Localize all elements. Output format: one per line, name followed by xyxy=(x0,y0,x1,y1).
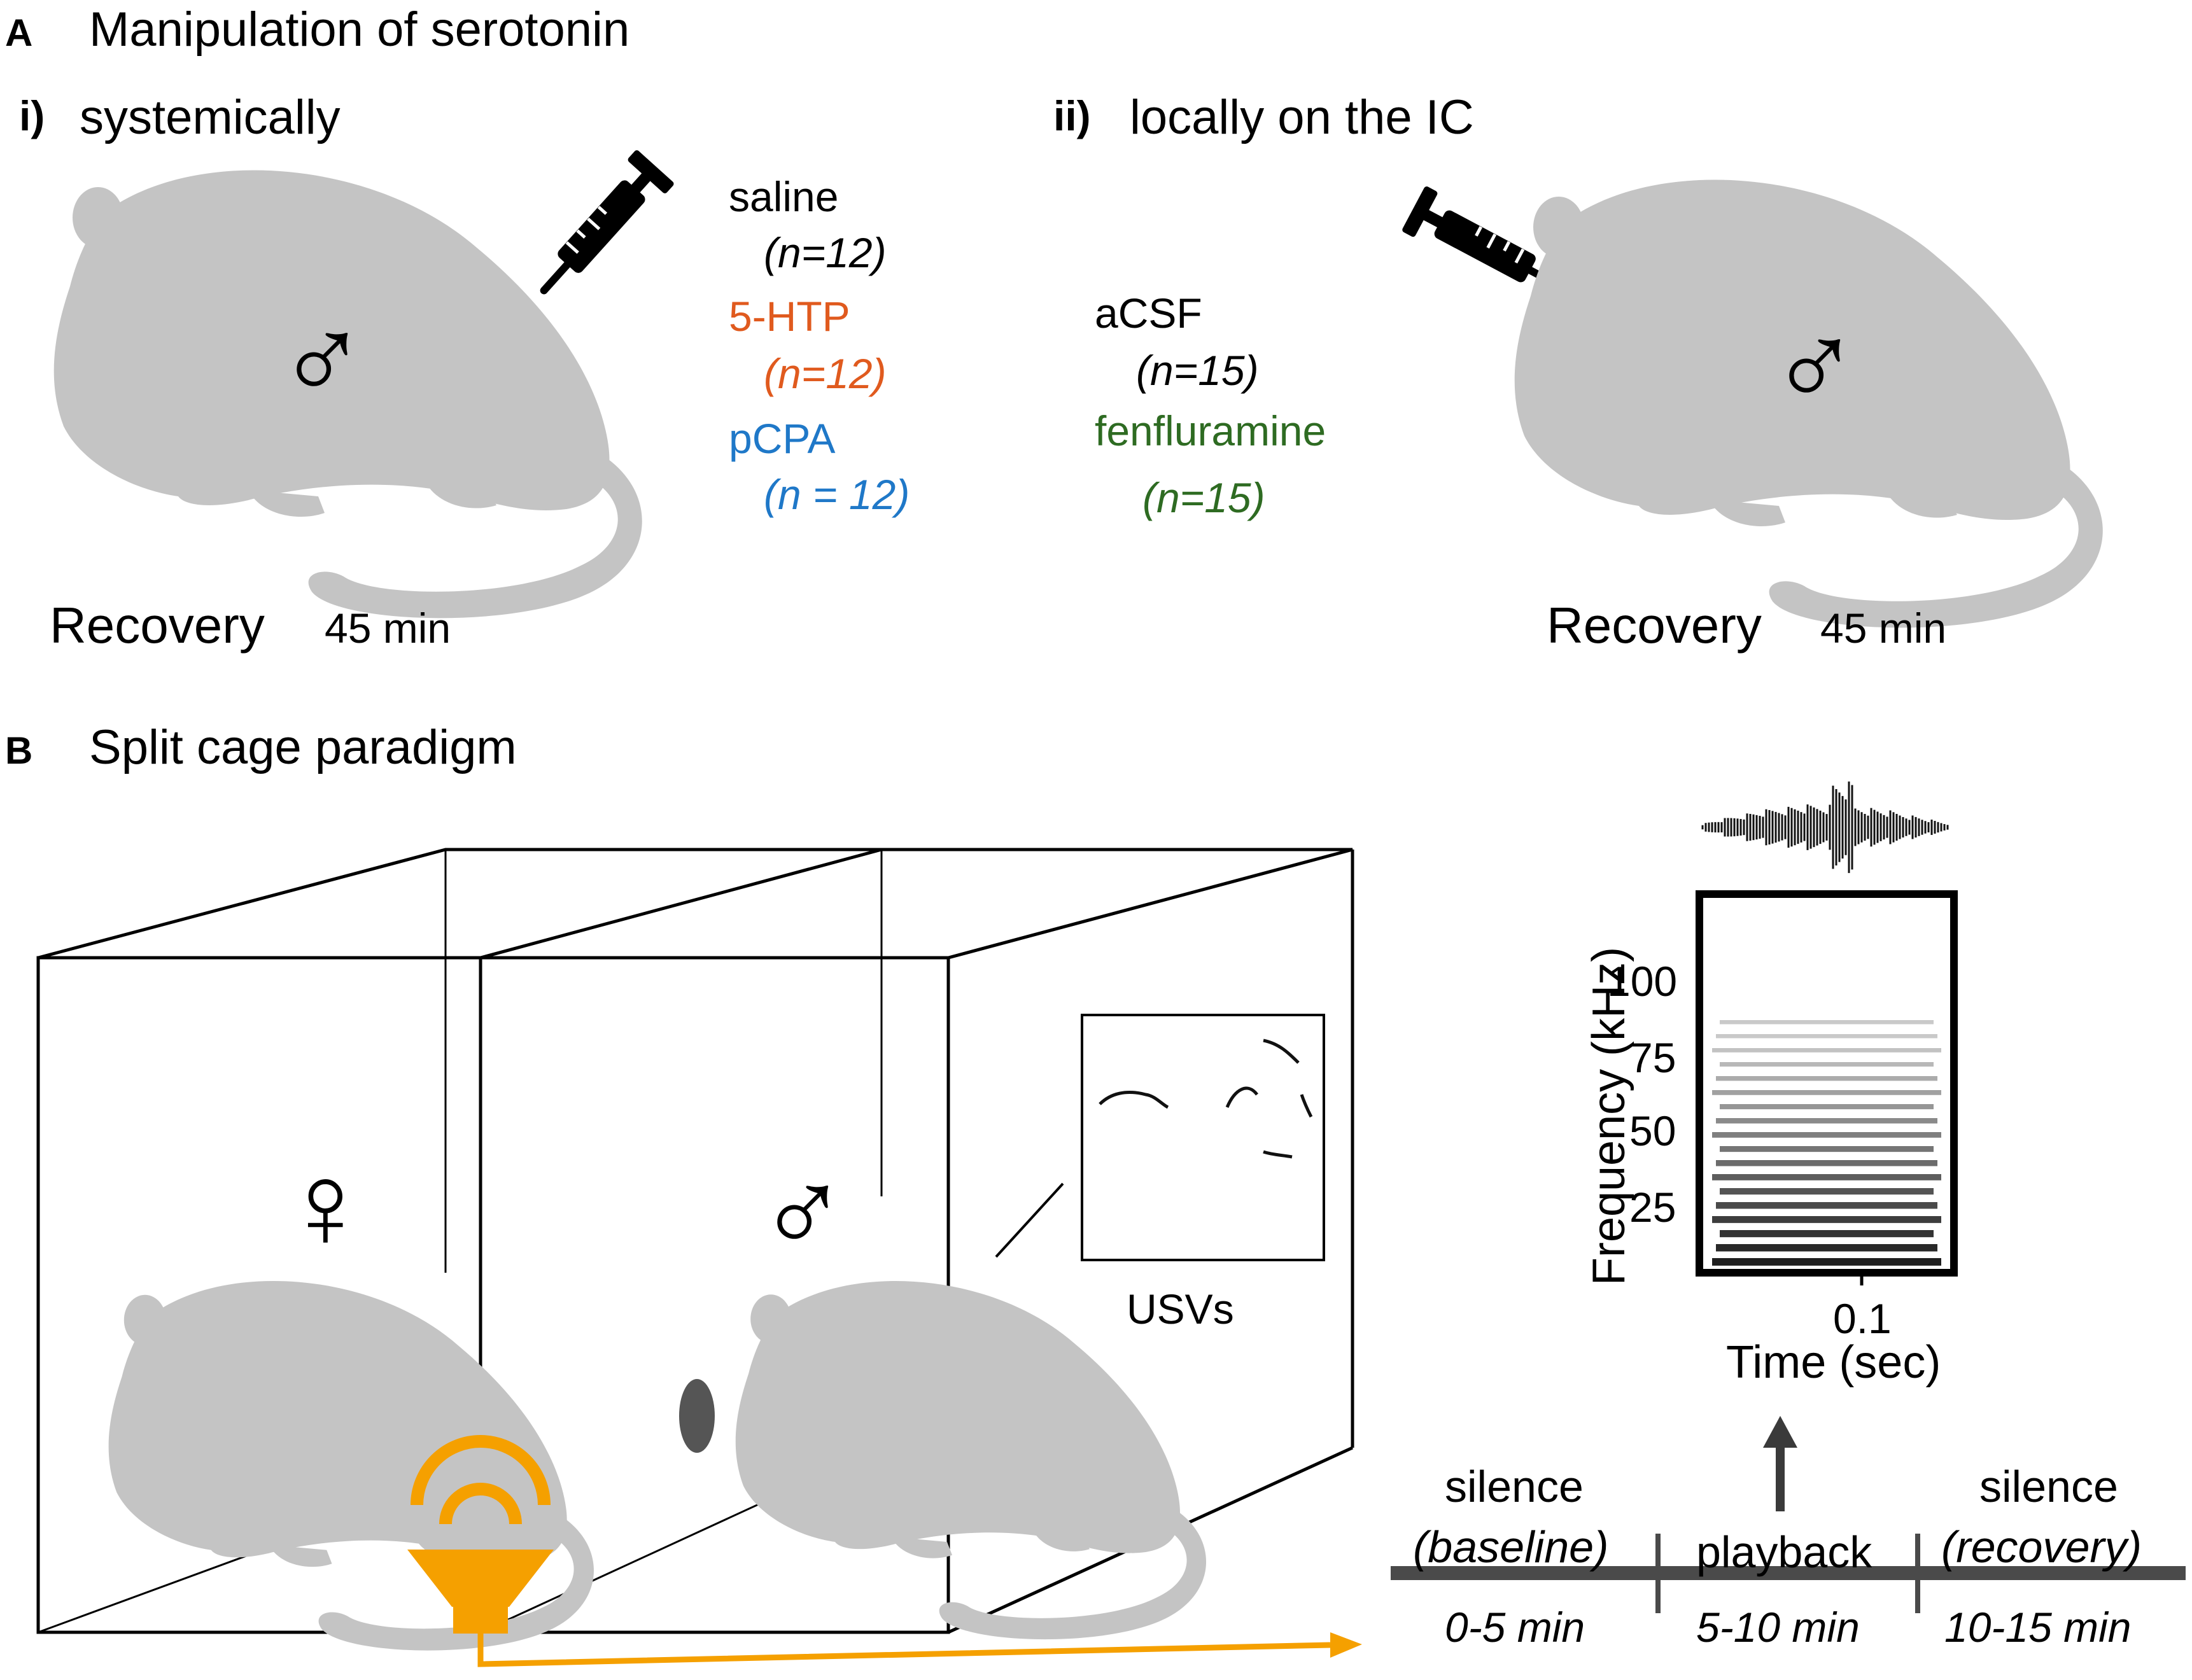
male-symbol-icon-cage: ♂ xyxy=(757,1145,848,1280)
spectrogram-axis: Frequency (kHz) 100 75 50 25 0.1 Time (s… xyxy=(1584,947,1941,1388)
male-symbol-icon: ♂ xyxy=(277,292,368,427)
spectrogram-band xyxy=(1720,1062,1934,1067)
spectrogram-band xyxy=(1720,1230,1934,1238)
group-acsf: aCSF xyxy=(1095,290,1202,337)
recovery-left-time: 45 min xyxy=(325,605,451,652)
spectrogram-band xyxy=(1712,1132,1941,1138)
phase-3-sub: (recovery) xyxy=(1941,1522,2142,1572)
spectrogram-band xyxy=(1716,1160,1937,1166)
group-acsf-n: (n=15) xyxy=(1136,347,1259,394)
spectrogram-band xyxy=(1716,1118,1937,1124)
speaker-icon xyxy=(407,1435,1362,1667)
timeline: silence (baseline) 0-5 min playback 5-10… xyxy=(1391,1462,2186,1651)
xtick-0-1: 0.1 xyxy=(1833,1295,1892,1342)
phase-2-time: 5-10 min xyxy=(1696,1604,1860,1651)
spectrogram-band xyxy=(1716,1244,1937,1252)
sub-i-number: i) xyxy=(19,92,45,139)
spectrogram-band xyxy=(1712,1048,1941,1053)
spectrogram-band xyxy=(1720,1188,1934,1195)
spectrogram-band xyxy=(1720,1104,1934,1110)
group-fenfluramine-n: (n=15) xyxy=(1142,474,1265,521)
waveform xyxy=(1701,781,1949,873)
mouse-male xyxy=(735,1281,1207,1640)
syringe-icon xyxy=(525,150,675,307)
spectrogram-band xyxy=(1712,1174,1941,1180)
phase-2-sub: playback xyxy=(1696,1527,1872,1577)
group-pcpa: pCPA xyxy=(729,415,836,462)
usv-pointer-line xyxy=(995,1182,1064,1258)
spectrogram-band xyxy=(1716,1076,1937,1081)
spectrogram-xlabel: Time (sec) xyxy=(1726,1337,1941,1388)
sub-ii-number: ii) xyxy=(1053,92,1091,139)
spectrogram xyxy=(1696,890,1958,1277)
panel-a-title: Manipulation of serotonin xyxy=(89,3,629,57)
panel-a: A Manipulation of serotonin i) systemica… xyxy=(5,3,2103,654)
phase-1-time: 0-5 min xyxy=(1445,1604,1585,1651)
panel-b: B Split cage paradigm ♀ ♂ xyxy=(5,720,2186,1667)
group-5htp-n: (n=12) xyxy=(764,350,887,397)
spectrogram-ylabel: Frequency (kHz) xyxy=(1584,947,1634,1285)
panel-b-title: Split cage paradigm xyxy=(89,720,517,774)
spectrogram-band xyxy=(1712,1216,1941,1223)
usv-traces xyxy=(1099,1039,1313,1159)
ytick-25: 25 xyxy=(1629,1184,1676,1231)
spectrogram-band xyxy=(1712,1090,1941,1095)
group-pcpa-n: (n = 12) xyxy=(764,471,910,518)
spectrogram-band xyxy=(1716,1034,1937,1039)
recovery-right-time: 45 min xyxy=(1820,605,1946,652)
group-saline: saline xyxy=(729,173,838,220)
sub-ii-title: locally on the IC xyxy=(1130,90,1474,144)
phase-1-top: silence xyxy=(1445,1462,1584,1511)
group-saline-n: (n=12) xyxy=(764,229,887,276)
group-5htp: 5-HTP xyxy=(729,293,850,340)
recovery-left-label: Recovery xyxy=(50,597,265,654)
mouse-female xyxy=(108,1280,594,1651)
male-symbol-icon-right: ♂ xyxy=(1769,298,1860,433)
spectrogram-band xyxy=(1720,1020,1934,1025)
phase-3-time: 10-15 min xyxy=(1944,1604,2132,1651)
phase-3-top: silence xyxy=(1979,1462,2118,1511)
usv-inset xyxy=(1081,1014,1325,1261)
stimulus-disk xyxy=(679,1379,715,1453)
female-symbol-icon: ♀ xyxy=(280,1138,371,1273)
cage-diagram xyxy=(36,848,1354,1634)
spectrogram-band xyxy=(1720,1146,1934,1152)
recovery-right-label: Recovery xyxy=(1547,597,1762,654)
panel-a-letter: A xyxy=(5,11,32,54)
ytick-100: 100 xyxy=(1607,958,1677,1005)
ytick-50: 50 xyxy=(1629,1107,1676,1154)
phase-1-sub: (baseline) xyxy=(1413,1522,1608,1572)
spectrogram-band xyxy=(1712,1258,1941,1266)
ytick-75: 75 xyxy=(1629,1034,1676,1081)
spectrogram-band xyxy=(1716,1202,1937,1209)
group-fenfluramine: fenfluramine xyxy=(1095,407,1326,454)
arrow-up-icon xyxy=(1763,1416,1797,1511)
sub-i-title: systemically xyxy=(80,90,341,144)
panel-b-letter: B xyxy=(5,729,32,772)
usv-label: USVs xyxy=(1127,1285,1234,1333)
